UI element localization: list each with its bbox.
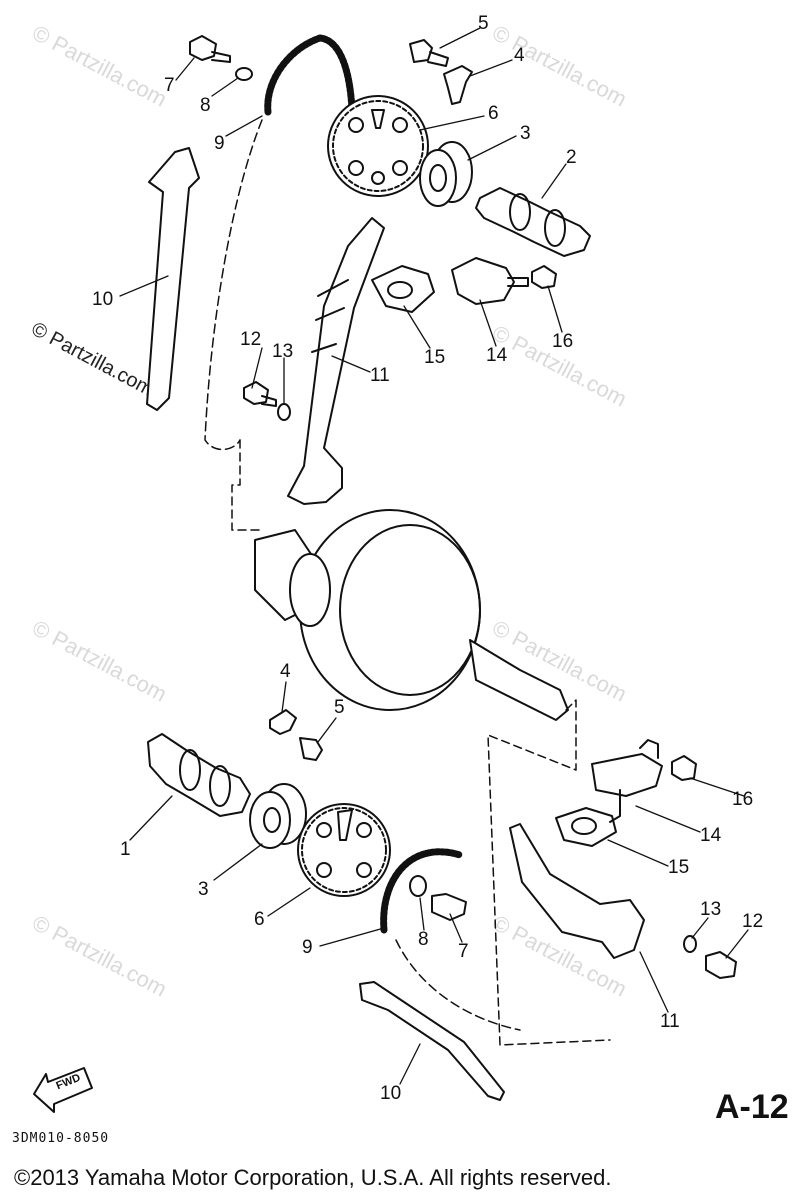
callout-13: 13 (700, 899, 722, 920)
callout-8: 8 (418, 929, 429, 950)
bolt-part (431, 893, 467, 921)
gasket-part (555, 807, 617, 847)
tensioner-guide-part (287, 217, 385, 505)
bolt-part (299, 737, 323, 761)
washer-part (683, 935, 697, 953)
bolt-part (409, 39, 449, 67)
gasket-part (371, 265, 435, 313)
bolt-part (189, 35, 231, 63)
callout-4: 4 (280, 661, 291, 682)
callout-13: 13 (272, 341, 294, 362)
callout-16: 16 (552, 331, 574, 352)
crankshaft-part (254, 509, 569, 721)
bolt-part (243, 381, 277, 407)
callout-5: 5 (478, 13, 489, 34)
camshaft-part (475, 187, 591, 257)
bearing-part (419, 141, 473, 207)
callout-14: 14 (700, 825, 722, 846)
bolt-part (671, 755, 697, 781)
callout-12: 12 (742, 911, 764, 932)
cam-sprocket-part (297, 803, 391, 897)
callout-9: 9 (302, 937, 313, 958)
callout-14: 14 (486, 345, 508, 366)
callout-12: 12 (240, 329, 262, 350)
lock-plate-part (269, 709, 297, 735)
chain-guide-part (146, 147, 200, 411)
bearing-part (249, 783, 307, 849)
callout-16: 16 (732, 789, 754, 810)
cam-chain-part (380, 848, 464, 934)
callout-3: 3 (198, 879, 209, 900)
callout-6: 6 (254, 909, 265, 930)
tensioner-guide-part (509, 823, 645, 959)
camshaft-part (147, 733, 251, 817)
callout-11: 11 (660, 1011, 680, 1032)
cam-chain-part (264, 34, 356, 116)
callout-10: 10 (92, 289, 114, 310)
callout-5: 5 (334, 697, 345, 718)
callout-7: 7 (458, 941, 469, 962)
cam-sprocket-part (327, 95, 429, 197)
washer-part (277, 403, 291, 421)
callout-2: 2 (566, 147, 577, 168)
washer-part (409, 875, 427, 897)
lock-plate-part (443, 65, 473, 105)
bolt-part (705, 951, 737, 979)
tensioner-part (451, 257, 515, 305)
callout-6: 6 (488, 103, 499, 124)
chain-guide-part (359, 981, 505, 1101)
callout-9: 9 (214, 133, 225, 154)
callout-11: 11 (370, 365, 390, 386)
callout-3: 3 (520, 123, 531, 144)
callout-15: 15 (424, 347, 446, 368)
washer-part (235, 67, 253, 81)
copyright-text: ©2013 Yamaha Motor Corporation, U.S.A. A… (14, 1165, 612, 1190)
callout-4: 4 (514, 45, 525, 66)
diagram-code: 3DM010-8050 (12, 1131, 110, 1146)
bolt-part (531, 265, 557, 289)
callout-7: 7 (164, 75, 175, 96)
callout-15: 15 (668, 857, 690, 878)
callout-10: 10 (380, 1083, 402, 1104)
forward-arrow-icon (33, 1067, 93, 1113)
callout-8: 8 (200, 95, 211, 116)
page-code: A-12 (715, 1088, 789, 1126)
callout-1: 1 (120, 839, 131, 860)
